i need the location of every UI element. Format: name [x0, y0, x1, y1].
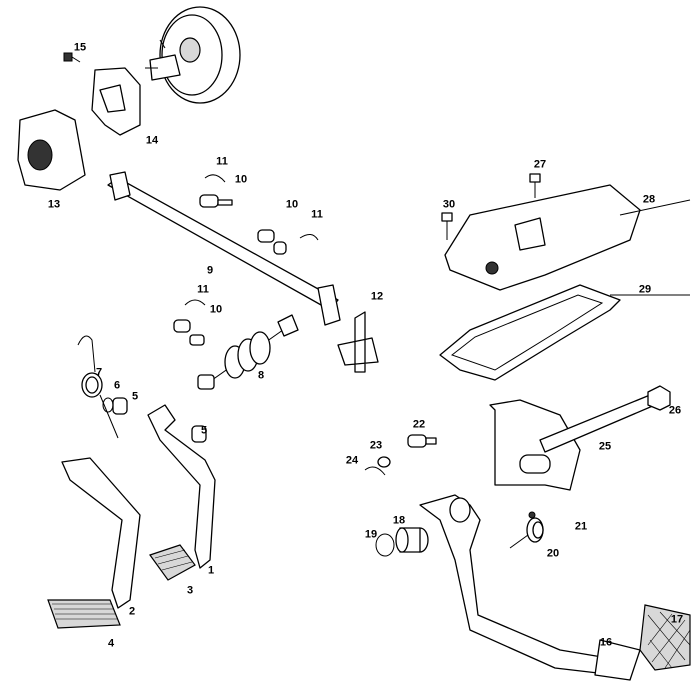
callout-20: 20: [546, 547, 560, 560]
callout-30: 30: [442, 198, 456, 211]
callout-18: 18: [392, 514, 406, 527]
pedal-shaft-9: [107, 171, 341, 326]
pins-and-clips: [173, 174, 319, 346]
callout-8: 8: [257, 369, 265, 382]
callout-16: 16: [599, 636, 613, 649]
clip-24: [364, 466, 386, 476]
callout-4: 4: [107, 637, 115, 650]
callout-21: 21: [574, 520, 588, 533]
gasket-29-inner: [450, 294, 604, 371]
circlip-19: [375, 533, 395, 557]
callout-14: 14: [145, 134, 159, 147]
bracket-13-hole: [27, 139, 53, 171]
pedal-2: [47, 457, 141, 629]
callout-10: 10: [234, 173, 248, 186]
callout-27: 27: [533, 158, 547, 171]
callout-15: 15: [73, 41, 87, 54]
return-spring-7: [77, 335, 119, 439]
callout-10: 10: [209, 303, 223, 316]
spring-assembly-8: [197, 314, 299, 390]
bracket-14: [91, 67, 141, 136]
callout-7: 7: [95, 366, 103, 379]
callout-23: 23: [369, 439, 383, 452]
callout-5: 5: [131, 390, 139, 403]
bush-5b: [191, 425, 207, 443]
callout-29: 29: [638, 283, 652, 296]
callout-9: 9: [206, 264, 214, 277]
nut-26: [647, 385, 671, 411]
callout-1: 1: [207, 564, 215, 577]
callout-11: 11: [216, 155, 228, 168]
bolt-15: [63, 52, 81, 63]
brake-booster: [145, 6, 241, 104]
callout-11: 11: [311, 208, 323, 221]
spring-20: [509, 517, 544, 549]
gasket-29: [439, 284, 621, 381]
clip-21: [528, 511, 536, 519]
callout-2: 2: [128, 605, 136, 618]
callout-25: 25: [598, 440, 612, 453]
plate-28: [444, 184, 691, 291]
bracket-12: [337, 311, 379, 373]
callout-17: 17: [670, 613, 684, 626]
pedal-16: [419, 494, 691, 681]
callout-5: 5: [200, 424, 208, 437]
callout-22: 22: [412, 418, 426, 431]
callout-24: 24: [345, 454, 359, 467]
callout-13: 13: [47, 198, 61, 211]
callout-10: 10: [285, 198, 299, 211]
callout-6: 6: [113, 379, 121, 392]
callout-3: 3: [186, 584, 194, 597]
callout-11: 11: [197, 283, 209, 296]
callout-19: 19: [364, 528, 378, 541]
washer-23: [377, 456, 391, 468]
callout-26: 26: [668, 404, 682, 417]
pedal-1: [147, 404, 216, 581]
bolt-30: [441, 212, 453, 240]
bolt-27: [529, 173, 541, 198]
pin-22: [407, 434, 437, 448]
bush-18: [395, 527, 429, 553]
bracket-25: [489, 394, 656, 491]
bush-5a: [112, 397, 128, 415]
callout-28: 28: [642, 193, 656, 206]
callout-12: 12: [370, 290, 384, 303]
